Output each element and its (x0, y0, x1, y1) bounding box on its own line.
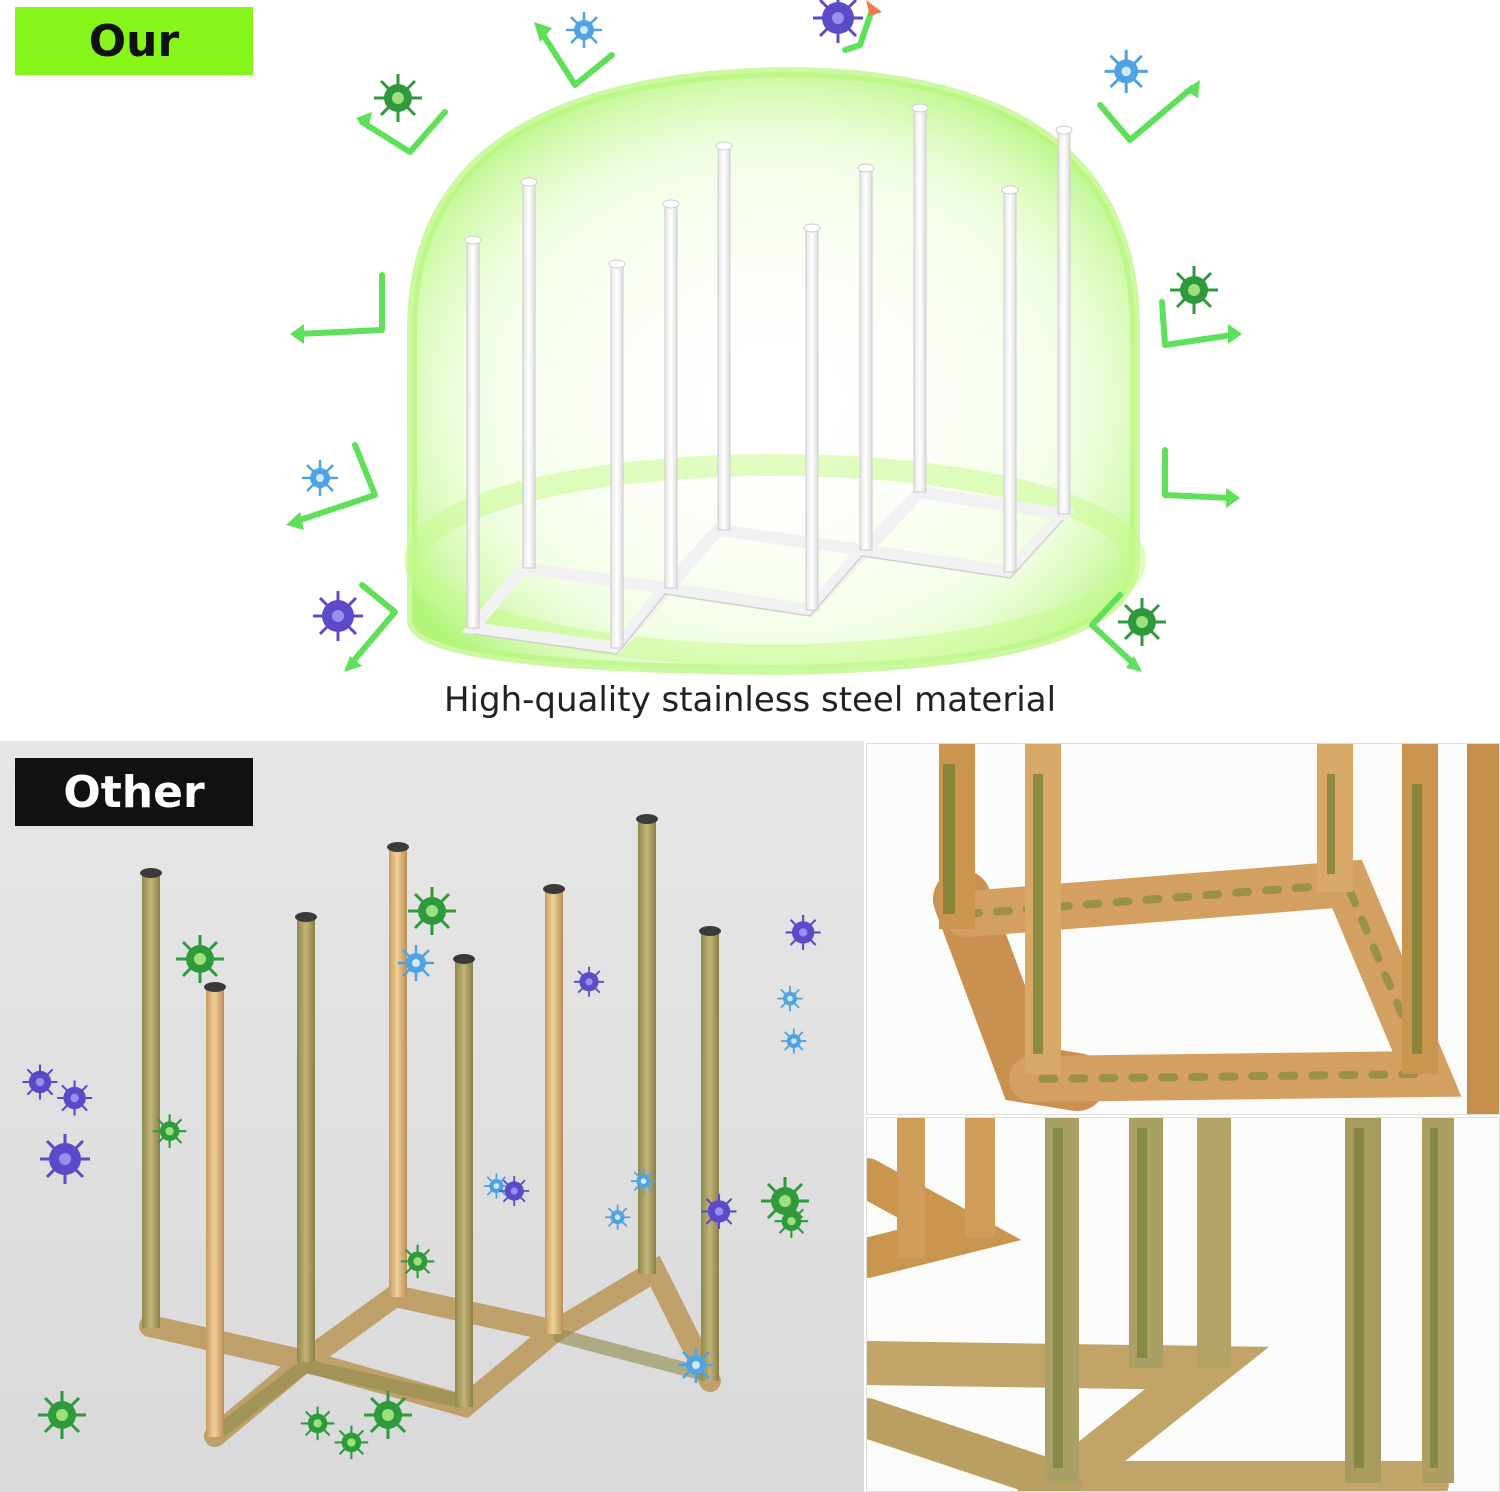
steel-rack-illustration (286, 0, 1242, 676)
material-caption: High-quality stainless steel material (443, 680, 1057, 720)
other-badge: Other (15, 758, 253, 826)
moldy-wood-closeup-bottom (866, 1117, 1500, 1492)
moldy-wood-closeup-image (933, 744, 1499, 1114)
moldy-wood-closeup-top (866, 743, 1500, 1115)
wooden-rack-illustration (21, 814, 822, 1461)
other-product-panel (0, 741, 864, 1492)
moldy-wood-closeup-image-2 (867, 1118, 1454, 1491)
our-badge: Our (15, 7, 253, 75)
our-product-section (0, 0, 1500, 740)
